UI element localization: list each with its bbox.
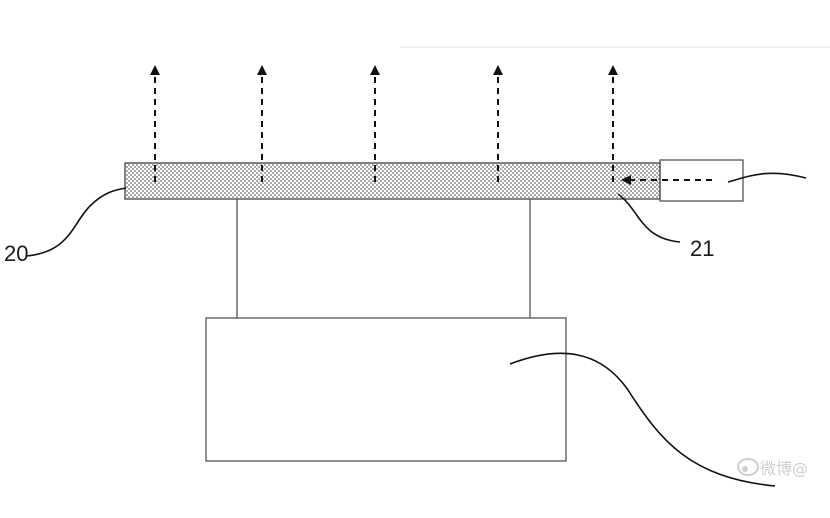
leader-right-block xyxy=(727,172,807,183)
leader-base xyxy=(509,352,776,487)
watermark-text: 微博@ xyxy=(760,459,808,478)
watermark-logo: 微博@ xyxy=(737,458,808,478)
leader-21 xyxy=(617,193,681,243)
upper-column xyxy=(236,199,531,318)
dotted-layer xyxy=(124,162,661,200)
right-connector-block xyxy=(659,159,744,202)
label-20: 20 xyxy=(4,241,28,266)
leader-20 xyxy=(25,187,127,257)
upward-arrows xyxy=(150,65,618,182)
label-21: 21 xyxy=(690,236,714,261)
base-box xyxy=(205,317,567,462)
